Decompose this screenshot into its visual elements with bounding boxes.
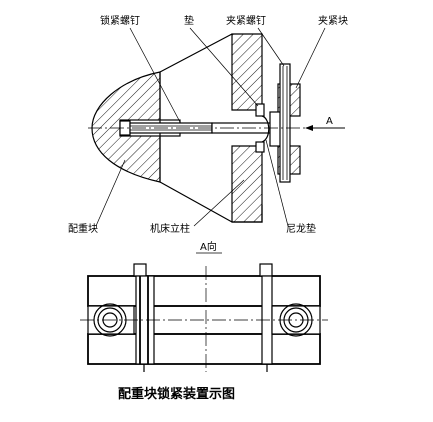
- washer: [255, 103, 265, 117]
- section-view: A 锁紧螺钉 垫 夹紧螺钉 夹紧块 配重块 机床立柱 尼龙垫: [68, 14, 348, 235]
- column-lower-edge: [232, 205, 263, 223]
- clamp-screw: [279, 63, 291, 183]
- top-plate: [87, 275, 321, 307]
- label-counterweight: 配重块: [68, 222, 98, 235]
- label-clamp-screw: 夹紧螺钉: [226, 14, 266, 27]
- label-machine-column: 机床立柱: [150, 222, 190, 235]
- diagram-caption: 配重块锁紧装置示图: [118, 386, 235, 402]
- leader-machine-column: [193, 179, 245, 227]
- leader-lock-screw: [129, 27, 181, 123]
- label-lock-screw: 锁紧螺钉: [100, 14, 140, 27]
- label-view-a: A向: [200, 240, 217, 253]
- a-view: A向: [80, 240, 328, 372]
- leader-washer: [189, 27, 259, 107]
- leader-clamp-screw: [257, 27, 285, 67]
- machine-column-lower: [231, 145, 263, 223]
- a-arrow-label: A: [326, 116, 333, 127]
- leader-counterweight: [95, 159, 126, 227]
- label-clamp-block: 夹紧块: [318, 14, 348, 27]
- leader-nylon-washer: [265, 139, 289, 227]
- label-washer: 垫: [184, 14, 194, 27]
- label-nylon-washer: 尼龙垫: [286, 222, 316, 235]
- left-screw-head: [133, 263, 147, 277]
- machine-column: [231, 33, 263, 111]
- bottom-plate: [87, 333, 321, 365]
- right-screw-head: [259, 263, 273, 277]
- washer-lower: [255, 141, 265, 153]
- leader-clamp-block: [295, 27, 326, 89]
